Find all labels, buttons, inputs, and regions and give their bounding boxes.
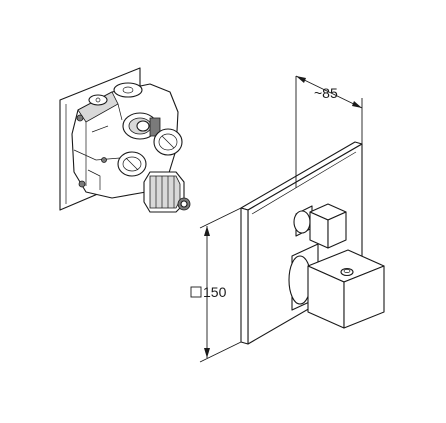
side-cap: [153, 128, 183, 156]
threaded-outlet: [143, 171, 191, 213]
upper-cartridge: [122, 112, 161, 140]
depth-dimension: [295, 75, 363, 188]
lower-cap: [117, 151, 147, 177]
lower-handle[interactable]: [288, 243, 385, 329]
rough-in-valve-body: [59, 67, 191, 213]
square-symbol-icon: [190, 286, 202, 298]
top-port: [113, 82, 143, 98]
depth-label: ~85: [314, 85, 338, 101]
trim-assembly: ~85 150: [190, 75, 385, 363]
height-dimension: [199, 207, 242, 363]
height-label: 150: [203, 284, 227, 300]
upper-handle[interactable]: [293, 203, 347, 249]
